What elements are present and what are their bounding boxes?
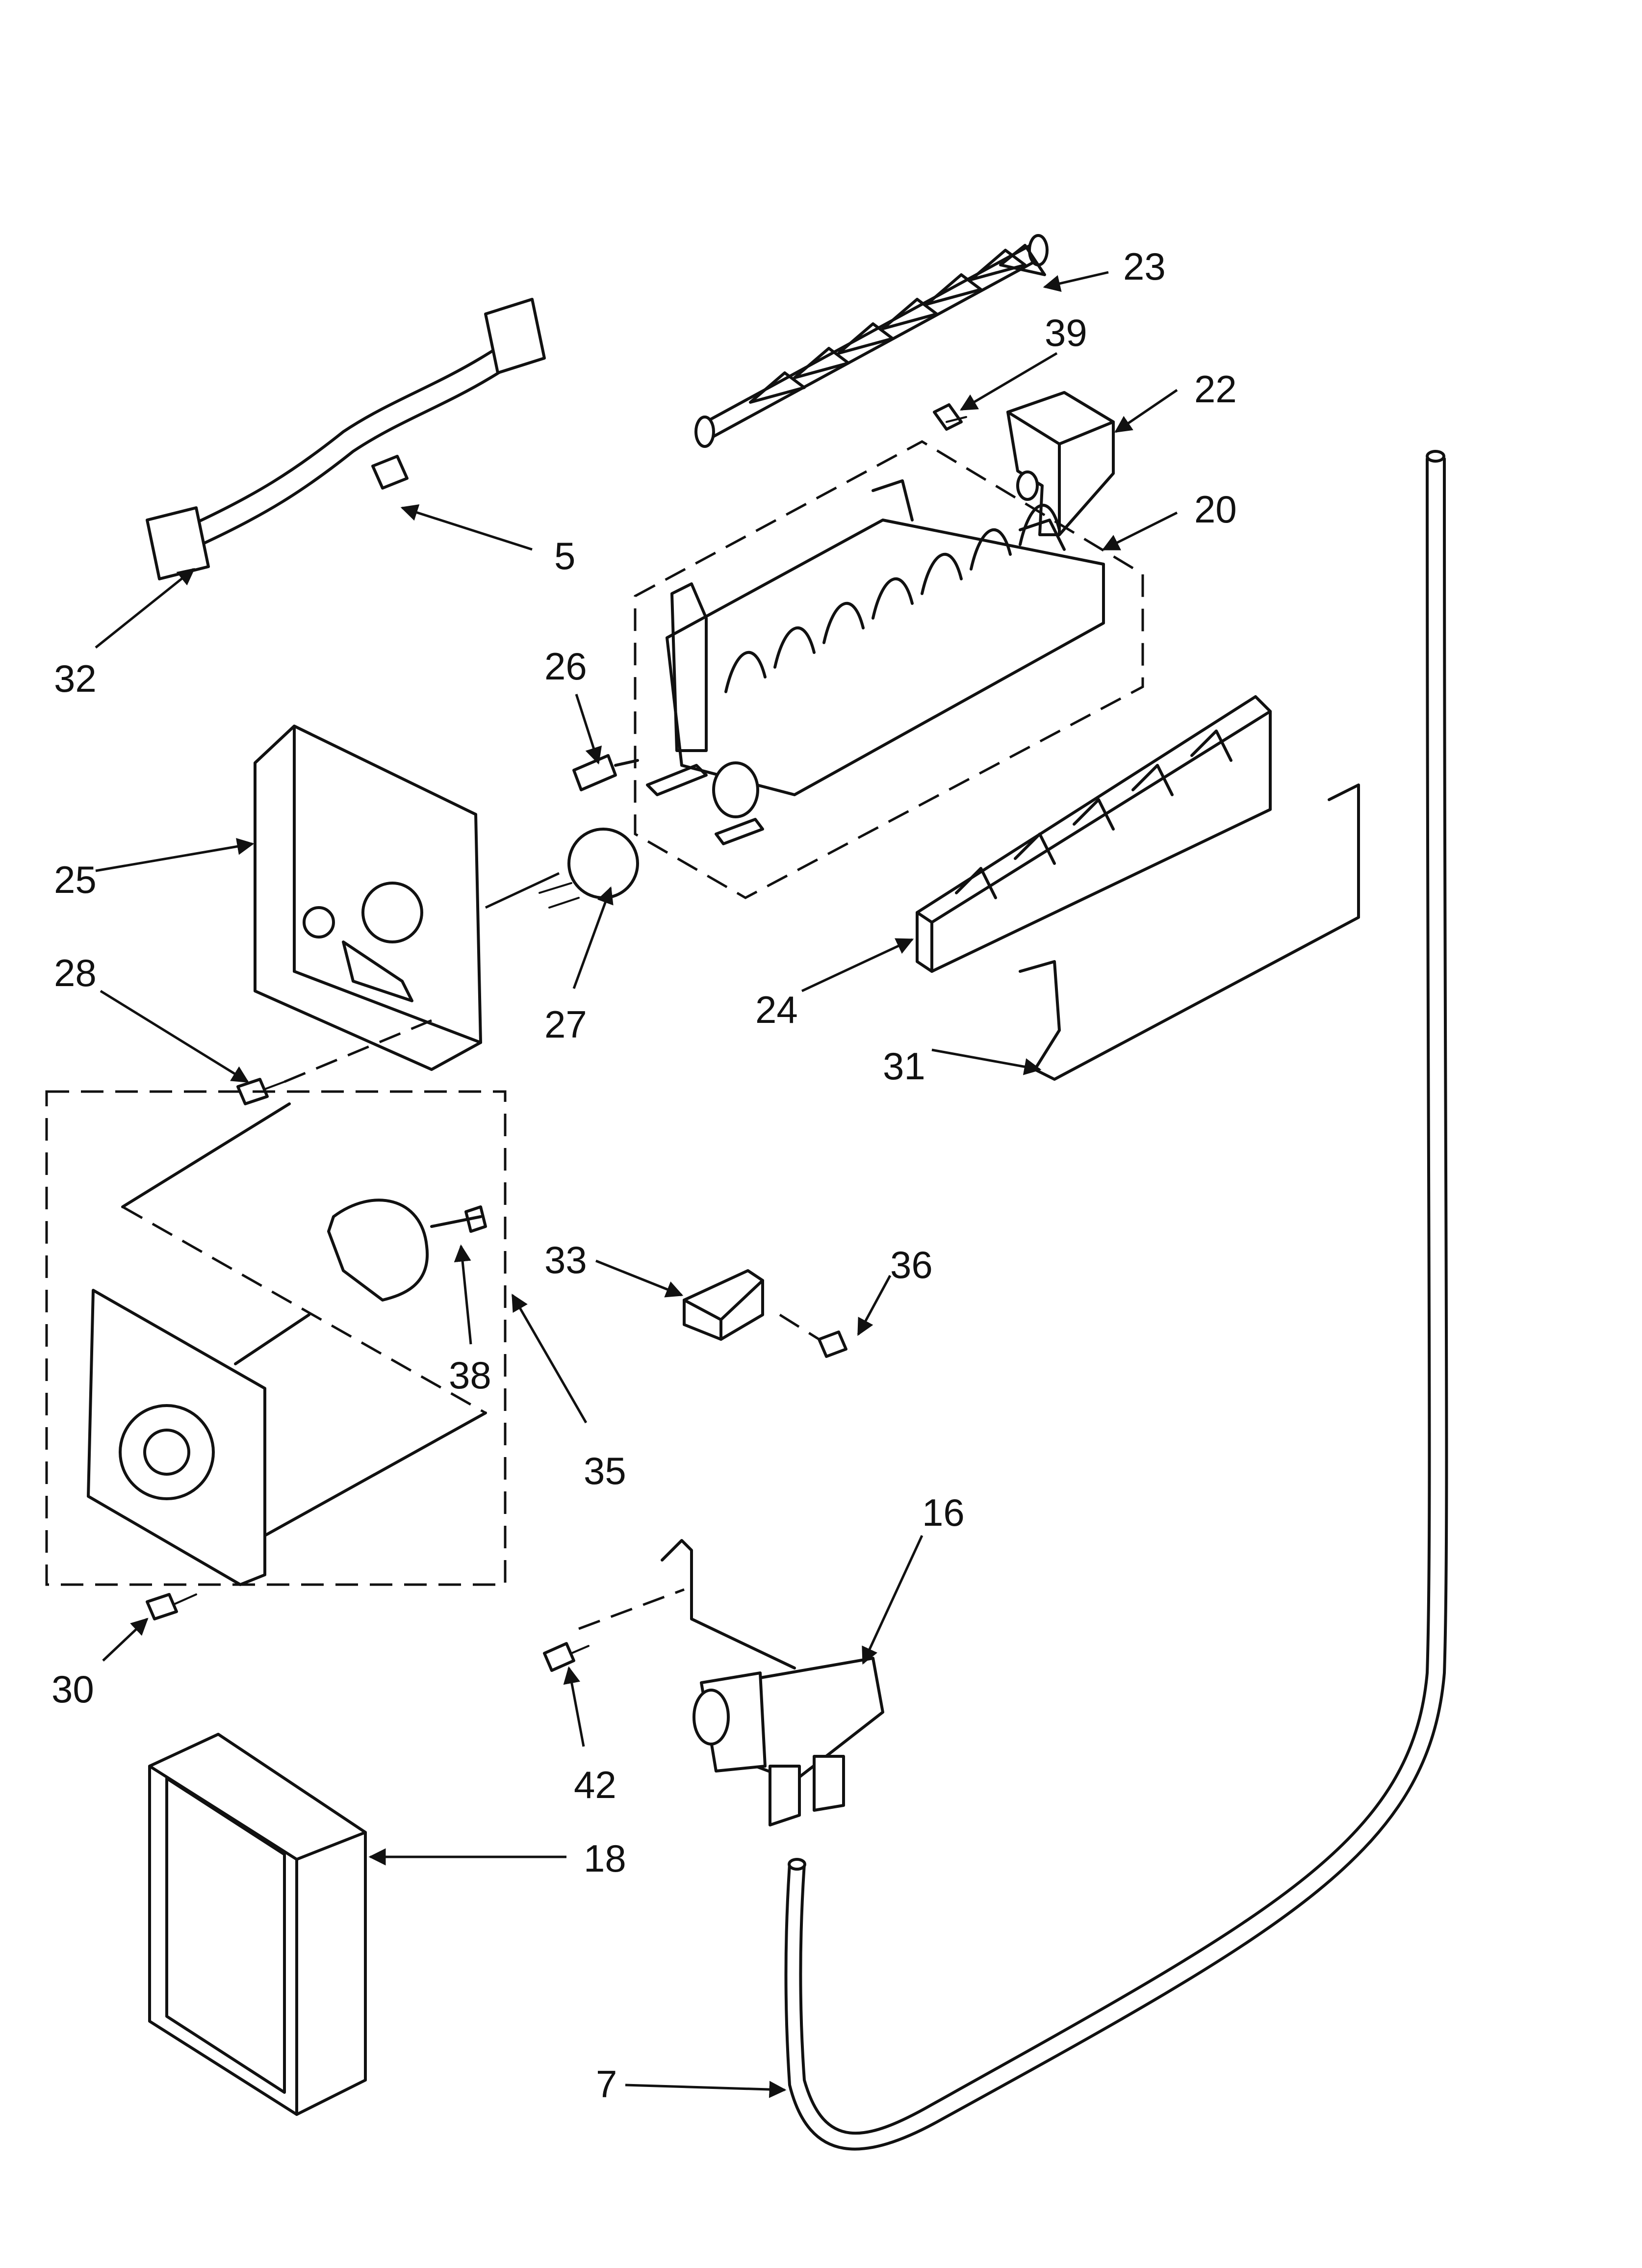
part-water-tube: [784, 450, 1448, 2151]
callout-31: 31: [883, 1044, 925, 1088]
callout-32: 32: [54, 657, 97, 700]
part-wire-harness: [146, 298, 546, 580]
part-ejector-shaft: [694, 234, 1049, 448]
part-plug: [539, 828, 639, 909]
callout-24: 24: [755, 988, 798, 1031]
part-screw-30: [146, 1593, 197, 1620]
part-shutoff-arm: [1019, 783, 1360, 1081]
part-screw-39: [933, 403, 967, 431]
callout-5: 5: [554, 534, 575, 577]
part-module-motor: [45, 1090, 507, 1586]
part-ice-mold: [634, 440, 1144, 899]
part-bracket: [683, 1269, 764, 1341]
callout-18: 18: [584, 1837, 626, 1880]
callout-27: 27: [544, 1003, 587, 1046]
part-ice-stripper: [916, 695, 1272, 973]
callout-38: 38: [449, 1354, 491, 1397]
part-screw-36: [779, 1313, 847, 1358]
callout-16: 16: [922, 1491, 965, 1534]
callout-39: 39: [1045, 311, 1087, 354]
callout-25: 25: [54, 858, 97, 901]
part-screw-28: [236, 1019, 432, 1105]
callout-7: 7: [596, 2062, 617, 2106]
callout-33: 33: [544, 1238, 587, 1281]
part-cover-box: [148, 1733, 367, 2116]
callout-26: 26: [544, 645, 587, 688]
part-cover: [1006, 391, 1115, 536]
callout-36: 36: [890, 1243, 933, 1286]
part-thermostat: [572, 754, 639, 791]
part-water-valve: [578, 1539, 884, 1826]
callout-20: 20: [1194, 488, 1237, 531]
callout-22: 22: [1194, 367, 1237, 411]
part-front-housing: [254, 725, 560, 1071]
callout-23: 23: [1123, 245, 1166, 288]
callout-28: 28: [54, 951, 97, 994]
callout-labels: 23 39 22 20 5 32 26 25 28 27 24 31 33 36…: [51, 245, 1237, 2106]
callout-35: 35: [584, 1449, 626, 1492]
callout-leaders: [95, 271, 1178, 2098]
part-screw-42: [543, 1642, 590, 1672]
callout-30: 30: [51, 1668, 94, 1711]
callout-42: 42: [574, 1763, 616, 1806]
